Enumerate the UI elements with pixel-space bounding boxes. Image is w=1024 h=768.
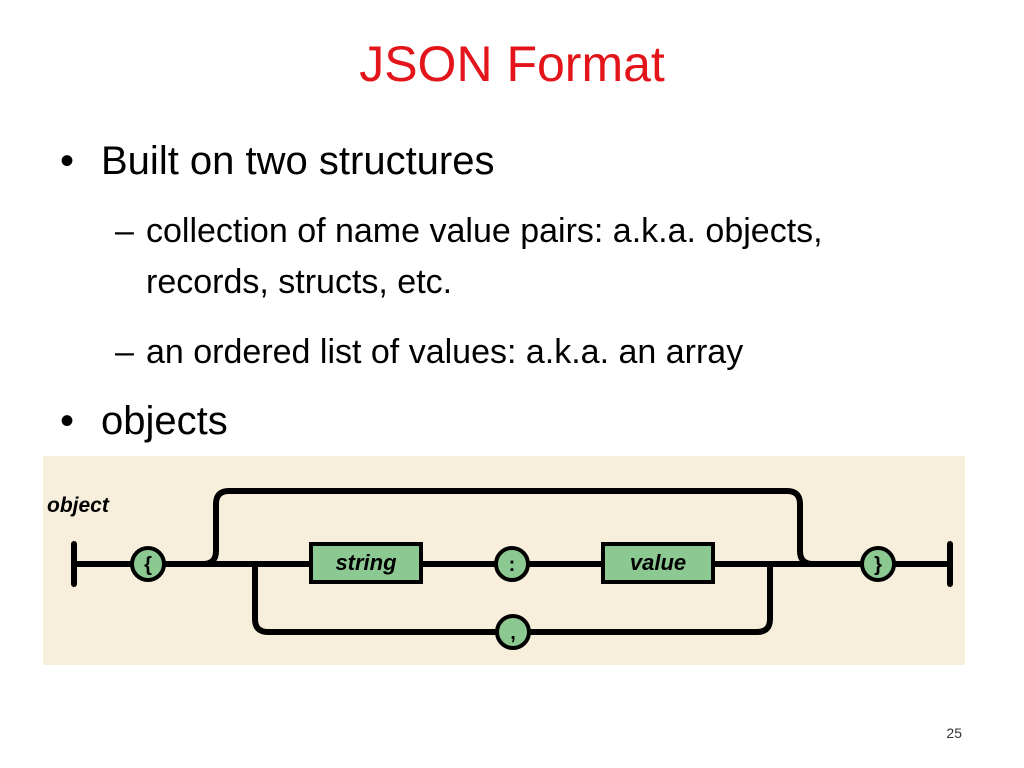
- open-brace-text: {: [144, 554, 152, 576]
- sub-bullet-text: an ordered list of values: a.k.a. an arr…: [146, 333, 744, 371]
- bullet-text: objects: [101, 399, 228, 443]
- string-node-text: string: [335, 550, 397, 575]
- slide-title: JSON Format: [359, 36, 665, 92]
- sub-bullet-text: collection of name value pairs: a.k.a. o…: [146, 212, 823, 301]
- value-node-text: value: [630, 550, 686, 575]
- bullet-marker: •: [60, 139, 75, 183]
- bullet-text: Built on two structures: [101, 139, 495, 183]
- colon-node: [494, 546, 530, 582]
- comma-node: [495, 614, 531, 650]
- sub-bullet-marker: –: [115, 333, 134, 371]
- colon-text: :: [509, 554, 516, 576]
- sub-bullet-marker: –: [115, 212, 134, 250]
- railroad-svg: { string : value , } object: [47, 488, 953, 650]
- comma-text: ,: [510, 622, 516, 644]
- open-brace-node: [130, 546, 166, 582]
- page-number: 25: [946, 725, 962, 741]
- diagram-label: object: [47, 494, 110, 517]
- object-railroad-diagram: { string : value , } object: [43, 456, 965, 665]
- value-node: [601, 542, 715, 584]
- bullet-marker: •: [60, 399, 75, 443]
- string-node: [309, 542, 423, 584]
- close-brace-node: [860, 546, 896, 582]
- close-brace-text: }: [874, 554, 882, 576]
